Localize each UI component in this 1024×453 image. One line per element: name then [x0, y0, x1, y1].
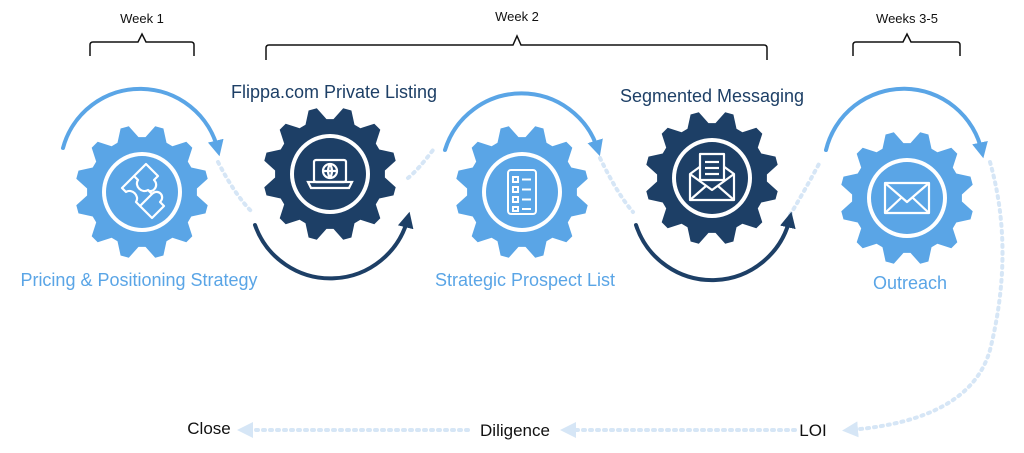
gear-2-hub	[294, 138, 366, 210]
arc-arrow-2	[253, 211, 414, 281]
curved-arrows	[61, 86, 988, 283]
arc-arrow-3	[443, 91, 603, 157]
gear-5-hub	[871, 162, 943, 234]
week1-label: Week 1	[120, 11, 164, 26]
week1-bracket	[89, 32, 195, 56]
laptop-globe-icon	[306, 158, 354, 190]
open-envelope-icon	[688, 152, 736, 202]
stage-label-loi: LOI	[799, 421, 827, 440]
step-label-messaging: Segmented Messaging	[619, 86, 805, 106]
checklist-icon	[507, 169, 537, 215]
arc-arrow-5	[824, 86, 988, 159]
week2-bracket	[265, 34, 768, 60]
arc-arrow-4	[634, 211, 796, 283]
step-label-pricing: Pricing & Positioning Strategy	[20, 270, 258, 290]
arc-arrow-1	[61, 86, 224, 157]
dotted-connectors	[216, 148, 1005, 438]
stage-label-diligence: Diligence	[480, 421, 550, 440]
gear-3-hub	[486, 156, 558, 228]
stage-label-close: Close	[187, 419, 231, 438]
envelope-icon	[883, 181, 931, 215]
weeks3-5-bracket	[852, 32, 961, 56]
step-label-prospect: Strategic Prospect List	[434, 270, 616, 290]
step-label-outreach: Outreach	[872, 273, 948, 293]
step-label-flippa: Flippa.com Private Listing	[230, 82, 438, 102]
puzzle-icon	[120, 162, 166, 220]
gears	[76, 108, 973, 264]
week2-label: Week 2	[495, 9, 539, 24]
weeks3-5-label: Weeks 3-5	[876, 11, 938, 26]
